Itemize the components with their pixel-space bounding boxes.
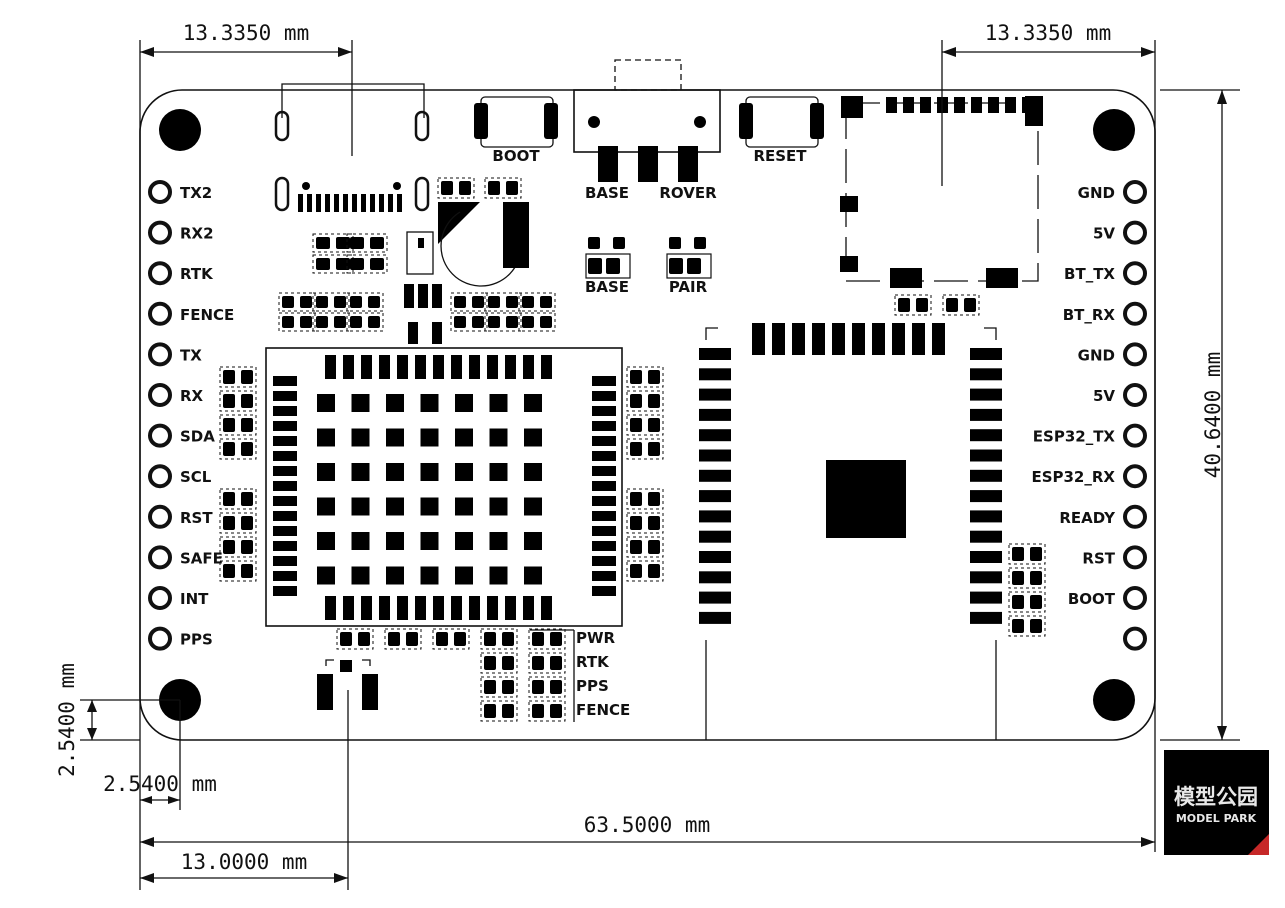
dimension-arrows	[87, 47, 1227, 883]
right-pin-label: 5V	[1093, 387, 1115, 405]
led-label-pps: PPS	[576, 677, 609, 695]
base-pads: BASE	[585, 237, 631, 296]
left-pin-label: INT	[180, 590, 209, 608]
left-pin-label: RX2	[180, 225, 214, 243]
left-pin-ring	[148, 180, 172, 204]
dim-width: 63.5000 mm	[584, 813, 710, 837]
antenna-connector	[317, 659, 378, 710]
dim-top-left: 13.3350 mm	[183, 21, 309, 45]
logo-en: MODEL PARK	[1176, 812, 1257, 825]
left-pin-ring	[148, 586, 172, 610]
right-pin-label: BOOT	[1068, 590, 1116, 608]
left-pin-label: PPS	[180, 631, 213, 649]
usb-c-connector	[274, 83, 430, 212]
switch-base-label: BASE	[585, 184, 629, 202]
right-pin-label: GND	[1078, 184, 1115, 202]
right-pin-label: BT_RX	[1063, 306, 1116, 324]
dim-connector-x: 13.0000 mm	[181, 850, 307, 874]
dim-height: 40.6400 mm	[1201, 352, 1225, 478]
right-pin-ring	[1123, 342, 1147, 367]
gnss-module	[265, 347, 623, 627]
right-pin-ring	[1123, 383, 1147, 407]
left-pin-label: RTK	[180, 265, 214, 283]
right-pin-label: 5V	[1093, 225, 1115, 243]
model-park-logo: 模型公园 MODEL PARK	[1164, 750, 1269, 855]
dim-top-right: 13.3350 mm	[985, 21, 1111, 45]
base-rover-switch: BASE ROVER	[573, 59, 721, 202]
right-pin-label: ESP32_TX	[1033, 428, 1116, 446]
mounting-hole-bottom-right	[1093, 679, 1135, 721]
regulator	[404, 202, 529, 344]
led-label-pwr: PWR	[576, 629, 616, 647]
pair-pads: PAIR	[666, 237, 712, 296]
left-pin-ring	[148, 301, 172, 326]
led-label-fence: FENCE	[576, 701, 630, 719]
switch-rover-label: ROVER	[659, 184, 717, 202]
left-pin-label: SCL	[180, 468, 212, 486]
mounting-hole-top-left	[159, 109, 201, 151]
left-pin-ring	[148, 423, 172, 448]
boot-button: BOOT	[474, 96, 558, 165]
esp32-module	[699, 323, 1002, 740]
led-indicators: PWR RTK PPS FENCE	[530, 629, 630, 722]
small-passives	[219, 177, 1046, 722]
left-pin-label: FENCE	[180, 306, 234, 324]
left-pin-ring	[148, 220, 172, 245]
right-pin-ring	[1123, 545, 1147, 570]
base-pad-label: BASE	[585, 278, 629, 296]
right-pin-ring	[1123, 626, 1147, 651]
right-pin-ring	[1123, 301, 1147, 326]
right-pin-ring	[1123, 586, 1147, 610]
right-pin-ring	[1123, 423, 1147, 448]
dim-hole-y: 2.5400 mm	[55, 663, 79, 777]
left-pin-ring	[148, 464, 172, 489]
boot-button-label: BOOT	[492, 147, 540, 165]
pair-pad-label: PAIR	[669, 278, 708, 296]
left-pin-ring	[148, 545, 172, 570]
left-pin-label: SAFE	[180, 549, 223, 567]
dim-hole-x: 2.5400 mm	[103, 772, 217, 796]
bluetooth-module	[840, 96, 1043, 288]
right-pin-label: GND	[1078, 346, 1115, 364]
left-pin-ring	[148, 626, 172, 651]
right-pin-ring	[1123, 220, 1147, 245]
right-pin-ring	[1123, 504, 1147, 529]
right-pin-ring	[1123, 261, 1147, 286]
left-pin-ring	[148, 383, 172, 407]
left-pin-label: RST	[180, 509, 213, 527]
left-pin-ring	[148, 342, 172, 367]
right-pin-label: ESP32_RX	[1031, 468, 1115, 486]
right-pin-ring	[1123, 180, 1147, 204]
reset-button: RESET	[739, 96, 824, 165]
left-pin-label: SDA	[180, 428, 215, 446]
left-pin-label: TX2	[180, 184, 212, 202]
left-pin-label: TX	[180, 346, 202, 364]
right-pin-label: RST	[1082, 549, 1115, 567]
logo-cn: 模型公园	[1174, 785, 1258, 809]
left-pin-ring	[148, 504, 172, 529]
left-pin-ring	[148, 261, 172, 286]
right-pin-header: GND 5V BT_TX BT_RX GND 5V ESP32_TX ESP32_RX READ…	[1031, 180, 1147, 651]
left-pin-label: RX	[180, 387, 204, 405]
dimension-lines	[80, 40, 1240, 890]
right-pin-label: READY	[1059, 509, 1116, 527]
reset-button-label: RESET	[753, 147, 807, 165]
right-pin-label: BT_TX	[1064, 265, 1115, 283]
right-pin-ring	[1123, 464, 1147, 489]
led-label-rtk: RTK	[576, 653, 610, 671]
mounting-hole-top-right	[1093, 109, 1135, 151]
